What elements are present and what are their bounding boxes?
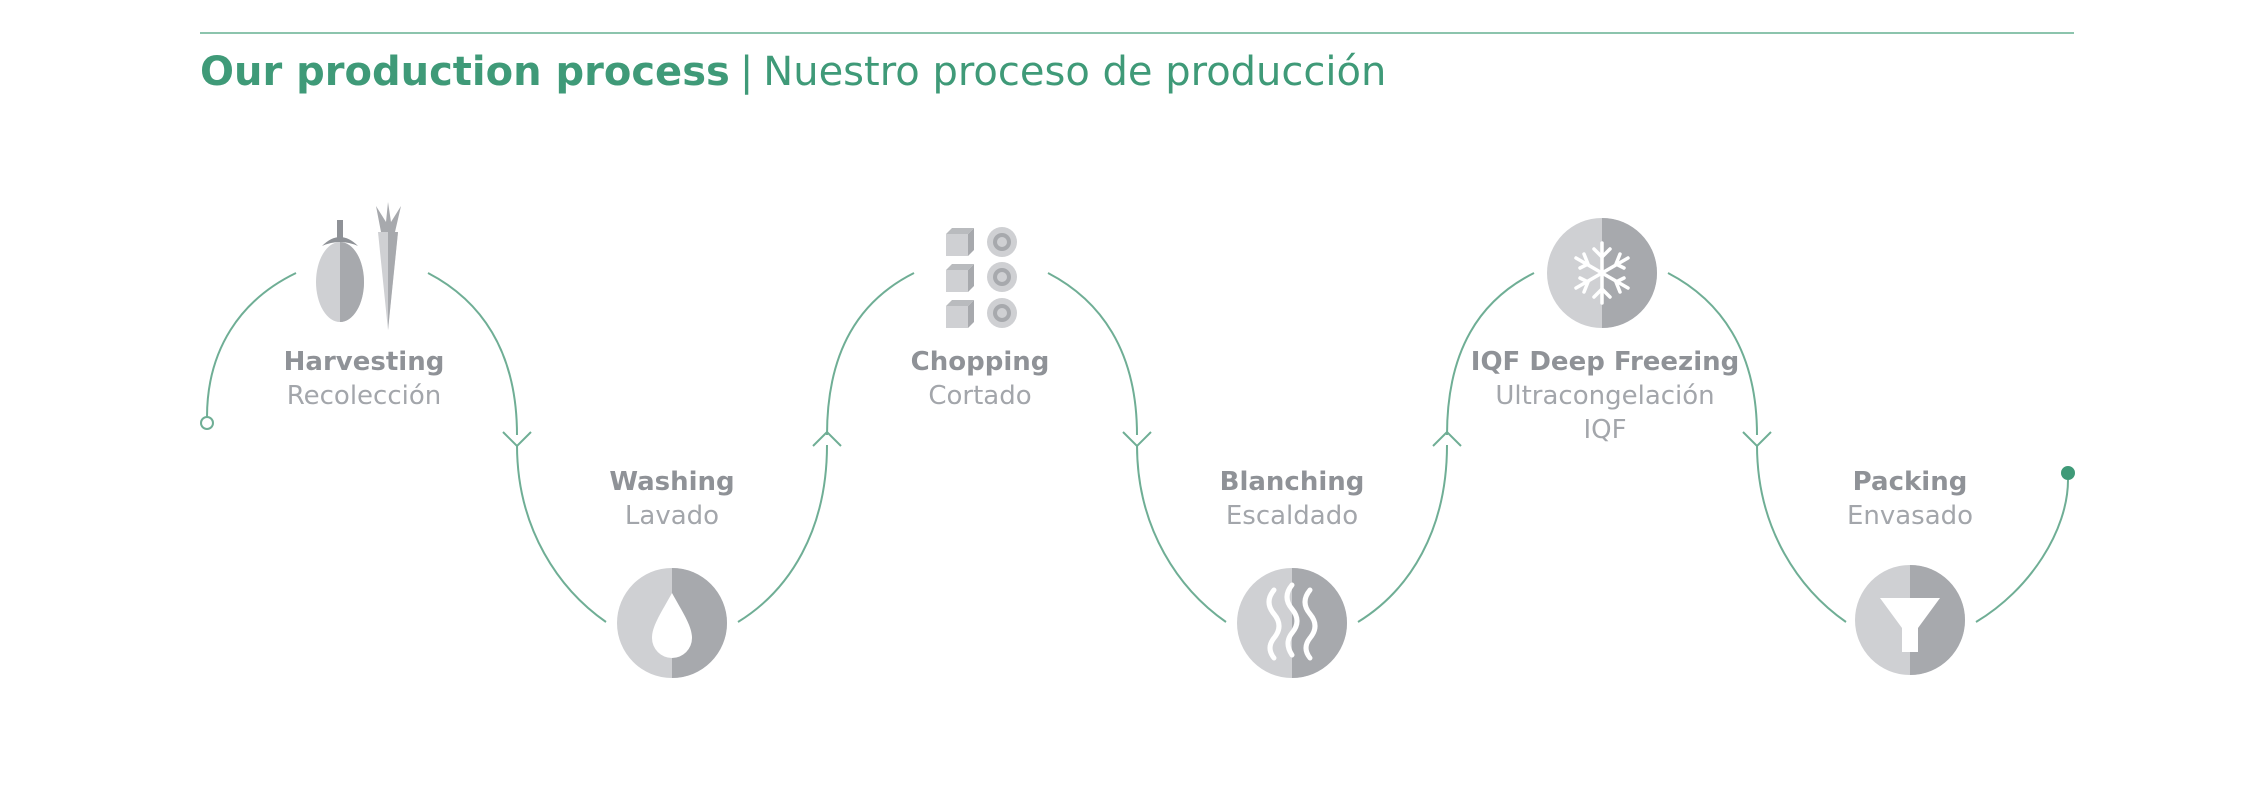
flow-segment — [427, 272, 518, 436]
flow-segment — [1667, 272, 1758, 436]
flow-path — [200, 272, 2075, 623]
step-title: IQF Deep Freezing — [1470, 347, 1740, 377]
step-subtitle: Escaldado — [1225, 501, 1359, 531]
step-title: Chopping — [910, 347, 1050, 377]
step-title: Washing — [609, 467, 735, 497]
step-subtitle: Lavado — [624, 501, 720, 531]
step-title: Packing — [1852, 467, 1968, 497]
up-arrow-icon — [812, 430, 842, 447]
step-subtitle: Cortado — [928, 381, 1032, 411]
down-arrow-icon — [502, 431, 532, 448]
steam-icon — [1237, 568, 1347, 678]
step-title: Harvesting — [283, 347, 445, 377]
funnel-icon — [1855, 565, 1965, 675]
step-subtitle: Recolección — [286, 381, 442, 411]
step-blanching: Blanching Escaldado — [1132, 465, 1452, 533]
step-washing: Washing Lavado — [512, 465, 832, 533]
flow-start-marker — [200, 416, 214, 430]
flow-segment — [516, 444, 607, 623]
title-spanish: Nuestro proceso de producción — [763, 49, 1387, 95]
title-separator: | — [739, 49, 754, 95]
flow-segment — [826, 272, 915, 436]
flow-segment — [206, 272, 297, 418]
step-iqf-deep-freezing: IQF Deep Freezing Ultracongelación IQF — [1445, 345, 1765, 447]
flow-segment — [1446, 272, 1535, 436]
flow-end-marker — [2061, 466, 2075, 480]
title-english: Our production process — [200, 49, 730, 95]
chopped-pieces-icon — [946, 227, 1017, 328]
step-harvesting: Harvesting Recolección — [204, 345, 524, 413]
step-title: Blanching — [1219, 467, 1365, 497]
down-arrow-icon — [1122, 431, 1152, 448]
step-chopping: Chopping Cortado — [820, 345, 1140, 413]
flow-segment — [1047, 272, 1138, 436]
snowflake-icon — [1547, 218, 1657, 328]
vegetables-icon — [316, 202, 401, 330]
page-title: Our production process|Nuestro proceso d… — [200, 44, 1386, 100]
flow-segment — [1756, 444, 1847, 623]
up-arrow-icon — [1432, 430, 1462, 447]
flow-segment — [1357, 444, 1448, 623]
flow-segment — [1136, 444, 1227, 623]
step-packing: Packing Envasado — [1750, 465, 2070, 533]
flow-segment — [1975, 479, 2069, 623]
step-subtitle: Ultracongelación IQF — [1495, 381, 1715, 445]
step-subtitle: Envasado — [1846, 501, 1974, 531]
top-divider — [200, 32, 2074, 34]
water-drop-icon — [617, 568, 727, 678]
down-arrow-icon — [1742, 431, 1772, 448]
flow-segment — [737, 444, 828, 623]
